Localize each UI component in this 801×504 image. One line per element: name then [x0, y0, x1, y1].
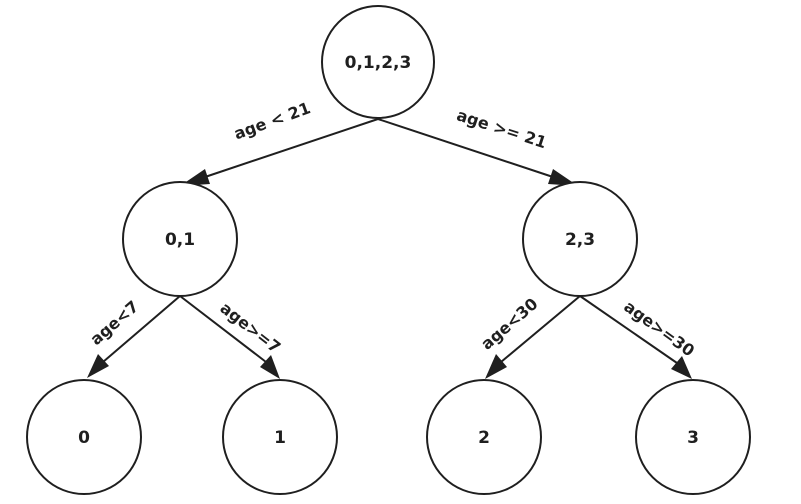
node-root: 0,1,2,3	[321, 5, 435, 119]
edge-label-root-left: age < 21	[231, 98, 313, 143]
node-lr-label: 1	[274, 428, 286, 448]
node-rl-circle	[426, 379, 542, 495]
node-left: 0,1	[122, 181, 238, 297]
edge-right-rl	[500, 295, 581, 363]
edge-right-rr	[579, 295, 678, 364]
arrow-head-root-right	[548, 169, 578, 186]
node-ll-label: 0	[78, 428, 90, 448]
node-rr-circle	[635, 379, 751, 495]
node-right-circle	[522, 181, 638, 297]
node-rl-label: 2	[478, 428, 490, 448]
edges	[87, 118, 692, 379]
node-left-label: 0,1	[165, 230, 195, 250]
node-rr-label: 3	[687, 428, 699, 448]
edge-left-ll	[102, 295, 181, 363]
node-left-circle	[122, 181, 238, 297]
edge-label-root-right: age >= 21	[454, 105, 549, 152]
node-root-circle	[321, 5, 435, 119]
edge-left-lr	[179, 295, 267, 363]
edge-root-left	[204, 118, 379, 178]
arrow-head-right-rl	[485, 354, 507, 379]
edge-root-right	[377, 118, 554, 178]
node-rl: 2	[426, 379, 542, 495]
edge-label-right-rl: age<30	[477, 294, 541, 353]
arrow-head-right-rr	[671, 356, 692, 379]
node-lr-circle	[222, 379, 338, 495]
node-ll-circle	[26, 379, 142, 495]
node-right: 2,3	[522, 181, 638, 297]
edge-label-left-ll: age<7	[86, 297, 142, 349]
edge-label-left-lr: age>=7	[217, 298, 285, 357]
node-right-label: 2,3	[565, 230, 595, 250]
node-lr: 1	[222, 379, 338, 495]
arrow-head-left-ll	[87, 354, 109, 378]
node-rr: 3	[635, 379, 751, 495]
node-ll: 0	[26, 379, 142, 495]
arrow-head-left-lr	[260, 355, 280, 379]
node-root-label: 0,1,2,3	[345, 53, 412, 73]
